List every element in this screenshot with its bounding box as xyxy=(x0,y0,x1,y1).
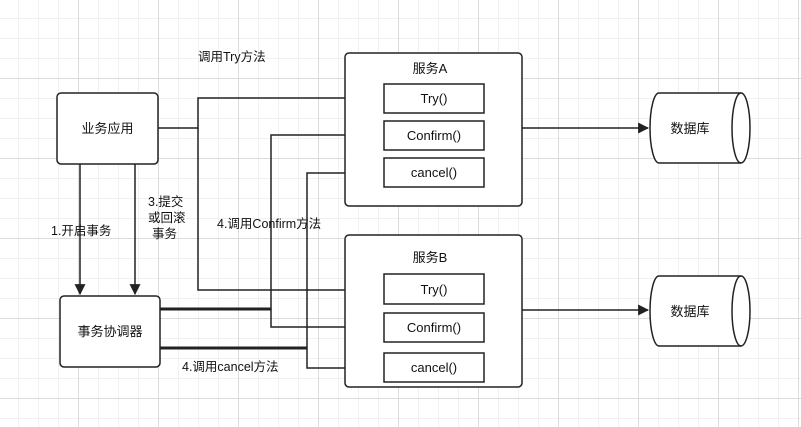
edge-app-to-try-b xyxy=(197,128,384,296)
database-b-label: 数据库 xyxy=(670,304,709,319)
database-b-node[interactable]: 数据库 xyxy=(649,275,751,347)
service-b-try-label: Try() xyxy=(421,282,448,297)
commit-rollback-label-line-1: 3.提交 xyxy=(148,194,183,209)
service-a-try-label: Try() xyxy=(421,91,448,106)
service-b-cancel-label: cancel() xyxy=(411,360,457,375)
service-a-cancel-label: cancel() xyxy=(411,165,457,180)
service-b-confirm-label: Confirm() xyxy=(407,320,461,335)
service-b-cancel-method[interactable] xyxy=(383,352,485,383)
business-app-node[interactable]: 业务应用 xyxy=(56,92,159,165)
transaction-coordinator-node[interactable]: 事务协调器 xyxy=(59,295,161,368)
call-try-label: 调用Try方法 xyxy=(198,49,266,64)
database-a-node[interactable]: 数据库 xyxy=(649,92,751,164)
business-app-label: 业务应用 xyxy=(81,121,133,136)
coordinator-thick-lines xyxy=(160,307,307,350)
service-a-confirm-method[interactable] xyxy=(383,120,485,151)
edge-app-to-try-a xyxy=(158,92,384,129)
commit-rollback-label-line-2: 或回滚 xyxy=(148,210,186,225)
service-b-title: 服务B xyxy=(413,250,448,265)
service-b-container[interactable]: 服务B Try() Confirm() cancel() xyxy=(344,234,523,388)
call-cancel-label: 4.调用cancel方法 xyxy=(182,359,279,374)
service-a-cancel-method[interactable] xyxy=(383,157,485,188)
service-a-confirm-label: Confirm() xyxy=(407,128,461,143)
service-a-container[interactable]: 服务A Try() Confirm() cancel() xyxy=(344,52,523,207)
start-transaction-label: 1.开启事务 xyxy=(51,223,111,238)
service-b-confirm-method[interactable] xyxy=(383,312,485,343)
database-a-label: 数据库 xyxy=(670,121,709,136)
service-a-try-method[interactable] xyxy=(383,83,485,114)
service-a-title: 服务A xyxy=(413,61,448,76)
commit-rollback-label-line-3: 事务 xyxy=(152,226,177,241)
call-confirm-label: 4.调用Confirm方法 xyxy=(217,216,321,231)
service-b-try-method[interactable] xyxy=(383,273,485,305)
transaction-coordinator-label: 事务协调器 xyxy=(77,324,142,339)
